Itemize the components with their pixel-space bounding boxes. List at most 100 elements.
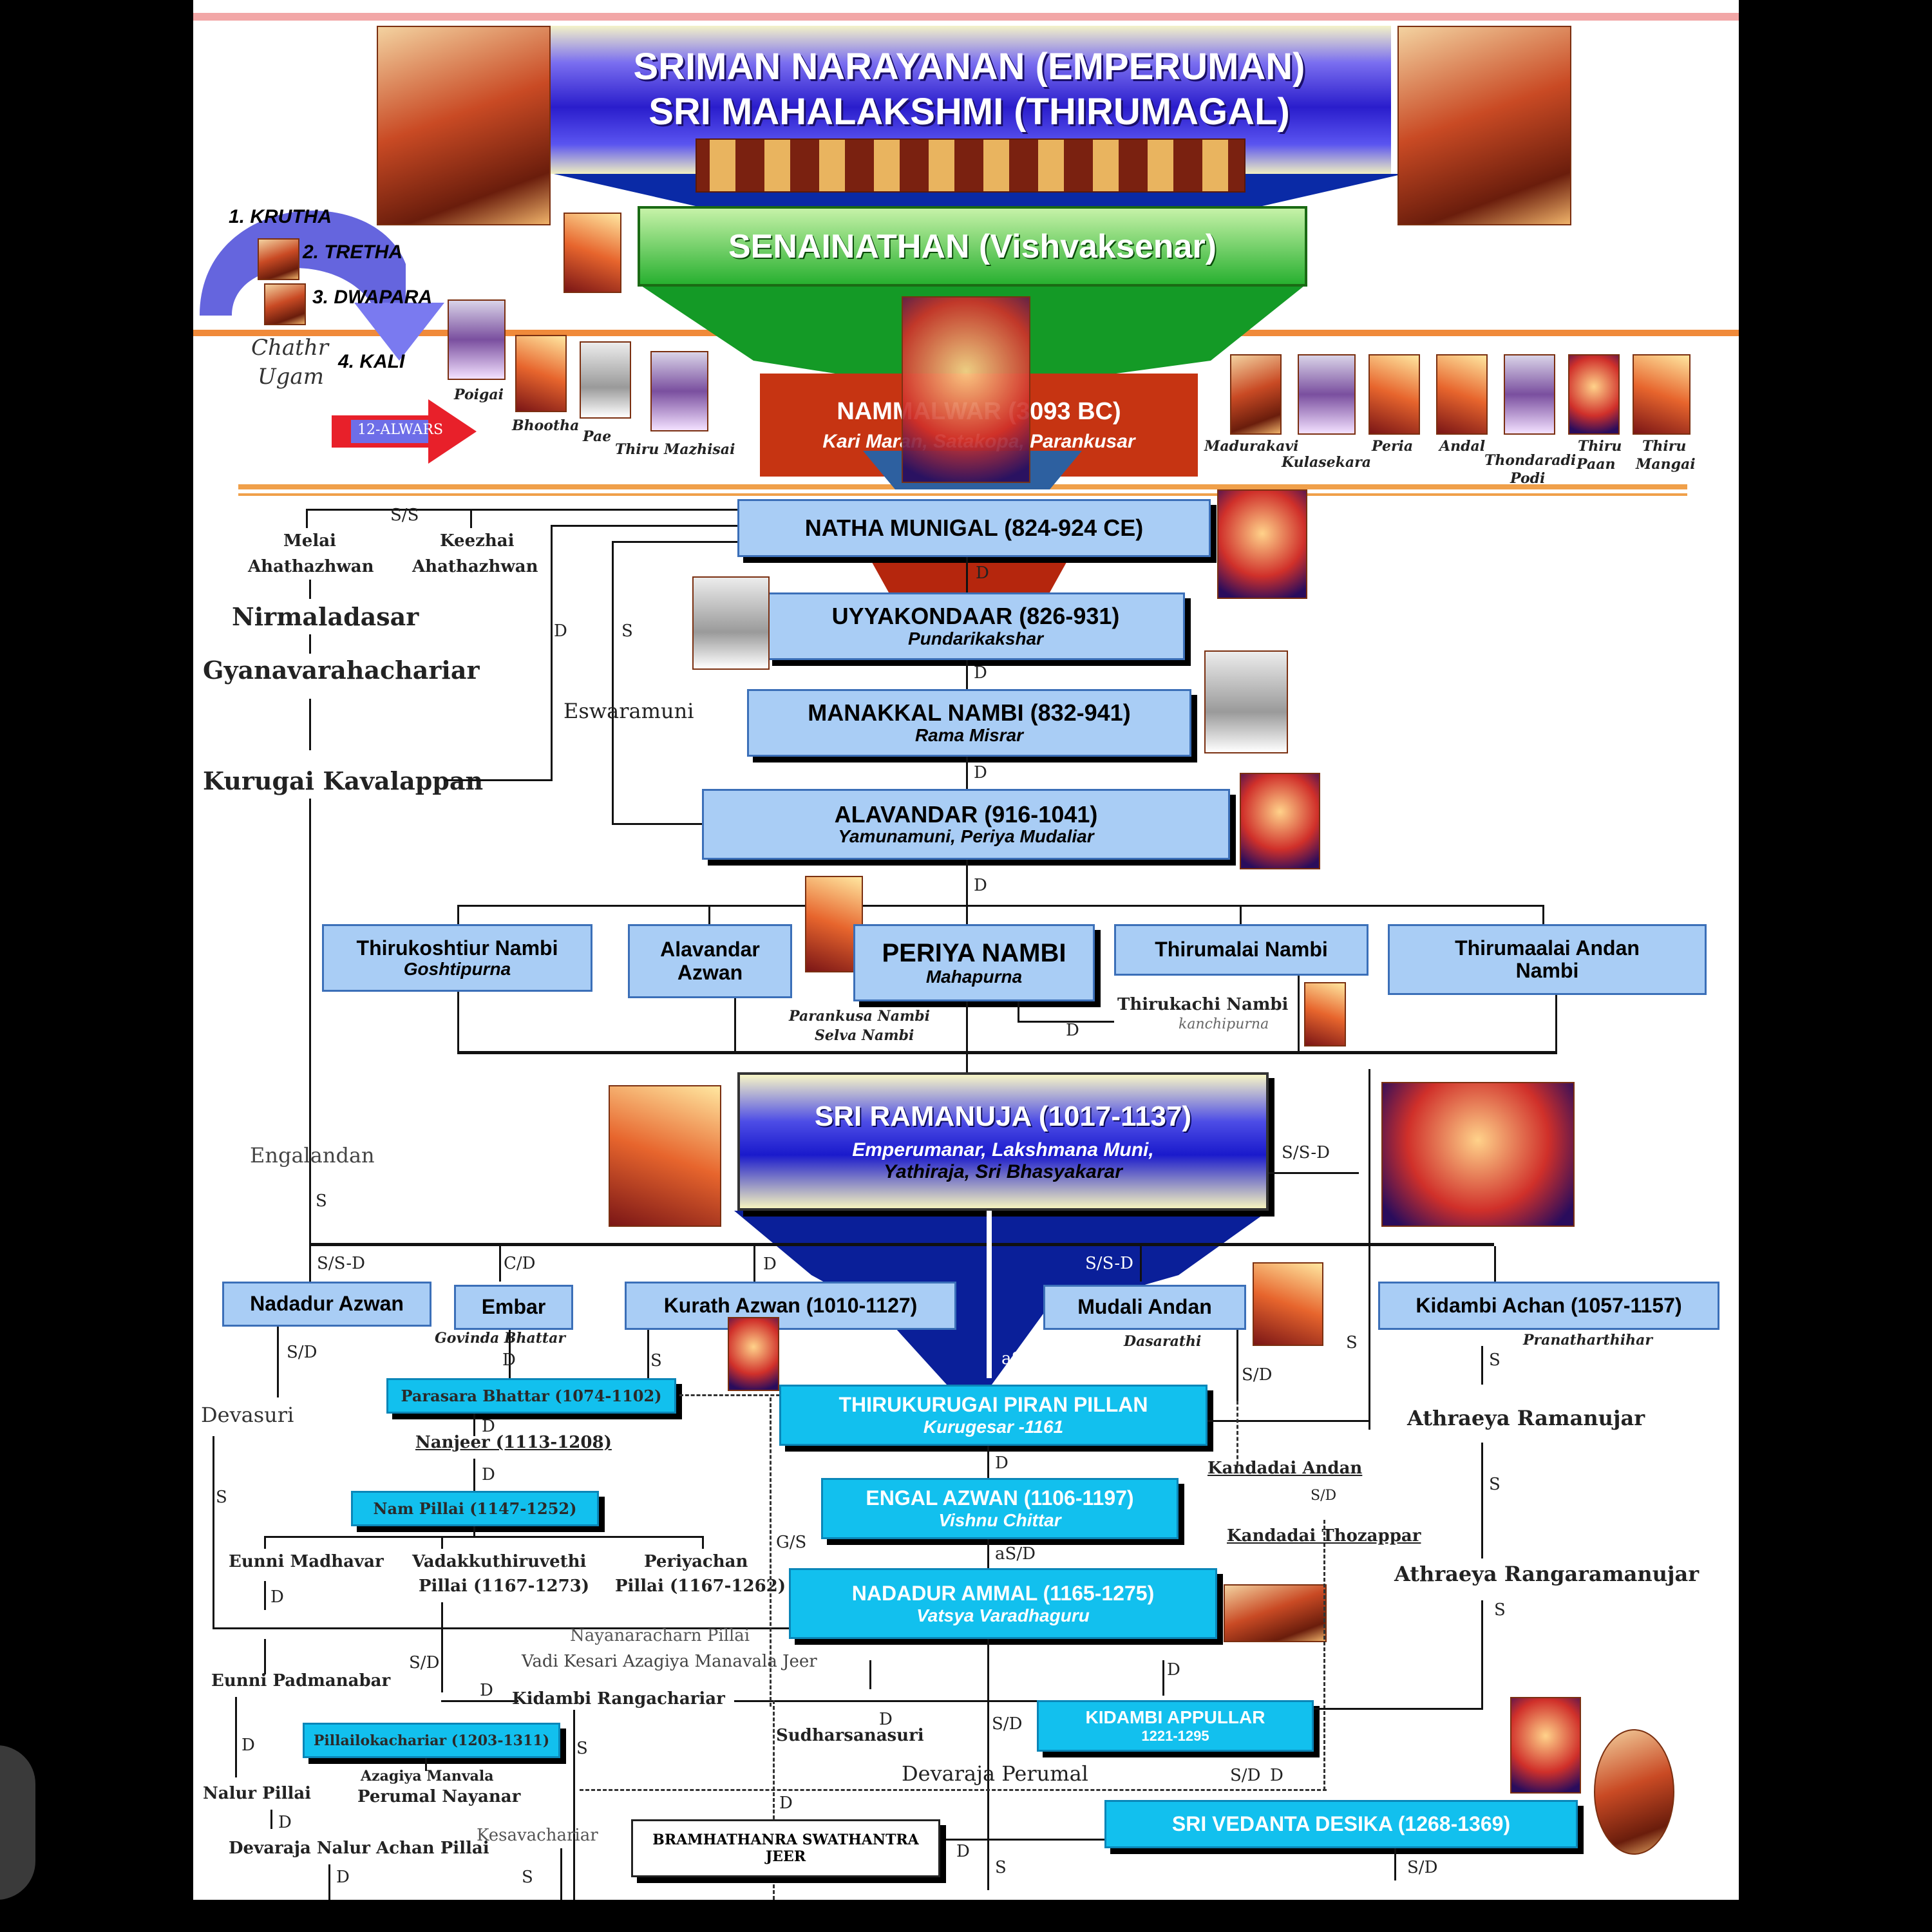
nadadur-ammal-image (1224, 1584, 1327, 1642)
line-disciples-h (457, 905, 1542, 907)
edge-d-natha-uyya: D (976, 564, 989, 583)
dash-kandadai (1323, 1520, 1325, 1790)
line-eswara-v (612, 541, 614, 824)
yuga-kali: 4. KALI (338, 351, 405, 372)
edge-d-padma: D (242, 1736, 255, 1755)
line-athraeya-appullar (1314, 1708, 1483, 1710)
line-ram-disc-h (309, 1243, 1494, 1246)
alwar-bhootha-label: Bhootha (512, 417, 580, 434)
alavandar-azwan-title-2: Azwan (677, 960, 743, 984)
line-tl-v1 (306, 509, 308, 528)
line-tl-v2 (470, 509, 472, 528)
thirumalai-nambi-box: Thirumalai Nambi (1114, 924, 1368, 976)
ramanuja-title: SRI RAMANUJA (1017-1137) (814, 1100, 1192, 1132)
edge-s-athraeya-rr: S (1494, 1600, 1506, 1620)
alwar-thirumangai-label-2: Mangai (1636, 456, 1696, 473)
vadakku-label-1: Vadakkuthiruvethi (412, 1552, 587, 1571)
edge-d-thirukachi: D (1066, 1021, 1079, 1040)
dash-sudharsana (773, 1700, 775, 1900)
bramhathantra-title-2: JEER (765, 1848, 806, 1865)
edge-d-desika: D (1270, 1766, 1283, 1785)
line-tl-h (306, 509, 737, 511)
thirukoshtiur-nambi-title: Thirukoshtiur Nambi (356, 936, 558, 960)
kurath-azwan-image (728, 1317, 779, 1391)
eunni-madhavar-label: Eunni Madhavar (229, 1552, 384, 1571)
alwar-thirupaan-image (1568, 354, 1620, 435)
line-desika-down (1394, 1848, 1396, 1880)
alwar-thondaradi-label-1: Thondaradi (1484, 452, 1577, 469)
line-natha-eswara (612, 541, 737, 543)
line-ammal-down-3 (1162, 1660, 1164, 1696)
line-ram-white (987, 1211, 992, 1378)
line-np-v2 (441, 1536, 443, 1549)
manakkal-nambi-title: MANAKKAL NAMBI (832-941) (808, 699, 1131, 726)
nadadur-azwan-title: Nadadur Azwan (250, 1292, 404, 1316)
lineage-chart: SRIMAN NARAYANAN (EMPERUMAN) SRI MAHALAK… (193, 0, 1739, 1900)
line-mudali-down (1236, 1330, 1238, 1401)
edge-s-pillai: S (576, 1739, 588, 1758)
alavandar-title: ALAVANDAR (916-1041) (834, 800, 1098, 828)
line-np-v3 (702, 1536, 704, 1549)
line-ammal-down-2 (987, 1639, 989, 1890)
keezhai-label-2: Ahathazhwan (412, 557, 538, 576)
line-pillan-down (987, 1446, 989, 1478)
ssd-right-label: S/S-D (1282, 1143, 1330, 1162)
thirukachi-nambi-label-2: kanchipurna (1179, 1016, 1269, 1032)
vedanta-desika-image-2 (1594, 1729, 1674, 1855)
edge-d-kurath: D (763, 1255, 777, 1274)
periya-nambi-box: PERIYA NAMBI Mahapurna (853, 924, 1095, 1001)
uyyakondaar-box: UYYAKONDAAR (826-931) Pundarikakshar (766, 592, 1185, 660)
alavandar-box: ALAVANDAR (916-1041) Yamunamuni, Periya … (702, 789, 1230, 860)
alwar-poigai-image (448, 299, 506, 380)
natha-munigal-image (1217, 489, 1307, 599)
idol-frieze (696, 138, 1245, 193)
alavandar-azwan-box: Alavandar Azwan (628, 924, 792, 998)
dash-devaraja (580, 1789, 1327, 1791)
line-nadadur-down (277, 1327, 279, 1397)
alwar-kulasekara-label: Kulasekara (1282, 454, 1371, 471)
line-kurath-down (647, 1330, 649, 1378)
line-coll-v4 (1298, 976, 1300, 1053)
edge-d-uyya-manakkal: D (974, 663, 987, 683)
kurath-azwan-title: Kurath Azwan (1010-1127) (663, 1293, 918, 1317)
edge-d-alavandar-disciples: D (974, 876, 987, 895)
alwar-madurakavi-image (1230, 354, 1282, 435)
mudali-andan-image (1253, 1262, 1323, 1346)
line-d-mudali (1140, 1246, 1142, 1282)
corner-overlay (0, 1745, 35, 1900)
natha-munigal-box: NATHA MUNIGAL (824-924 CE) (737, 499, 1211, 557)
line-uyya-manakkal (966, 660, 968, 689)
senainathan-image (564, 213, 621, 293)
periya-nambi-sub: Mahapurna (925, 966, 1023, 987)
ramanuja-image-right (1381, 1082, 1575, 1227)
vedanta-desika-box: SRI VEDANTA DESIKA (1268-1369) (1104, 1800, 1578, 1848)
line-disc-v1 (457, 905, 459, 924)
embar-title: Embar (481, 1295, 546, 1319)
dasarathi-label: Dasarathi (1124, 1333, 1202, 1350)
line-kr-h (734, 1700, 1185, 1702)
edge-s-mudali: S (1346, 1333, 1358, 1352)
kurath-azwan-box: Kurath Azwan (1010-1127) (625, 1282, 956, 1330)
engal-azwan-box: ENGAL AZWAN (1106-1197) Vishnu Chittar (821, 1478, 1179, 1539)
ugam-label: Ugam (258, 364, 324, 390)
edge-s-engalandan: S (316, 1191, 327, 1211)
line-dn-down (328, 1864, 330, 1900)
dash-mudali (1236, 1401, 1238, 1465)
vedanta-desika-image-1 (1510, 1697, 1581, 1794)
alwars-arrow-label: 12-ALWARS (357, 422, 444, 438)
edge-sd-kandadai: S/D (1311, 1488, 1337, 1504)
line-d-nadadur (309, 1246, 311, 1282)
line-pl-down (425, 1758, 427, 1771)
edge-d-kidambi-ranga: D (480, 1681, 493, 1700)
edge-d-dn: D (336, 1868, 350, 1887)
edge-sd-nadadur: S/D (287, 1343, 317, 1362)
nadadur-ammal-sub: Vatsya Varadhaguru (916, 1605, 1090, 1625)
line-coll-down (966, 1053, 968, 1072)
edge-d-pillan: D (995, 1454, 1009, 1473)
edge-s-devaraja: S (995, 1858, 1007, 1877)
alwar-thirumazhisai-label: Thiru Mazhisai (615, 441, 735, 458)
alwar-pae-label: Pae (583, 428, 612, 445)
vadakku-label-2: Pillai (1167-1273) (419, 1577, 590, 1596)
line-disc-v2 (708, 905, 710, 924)
periyachan-label-2: Pillai (1167-1262) (615, 1577, 786, 1596)
